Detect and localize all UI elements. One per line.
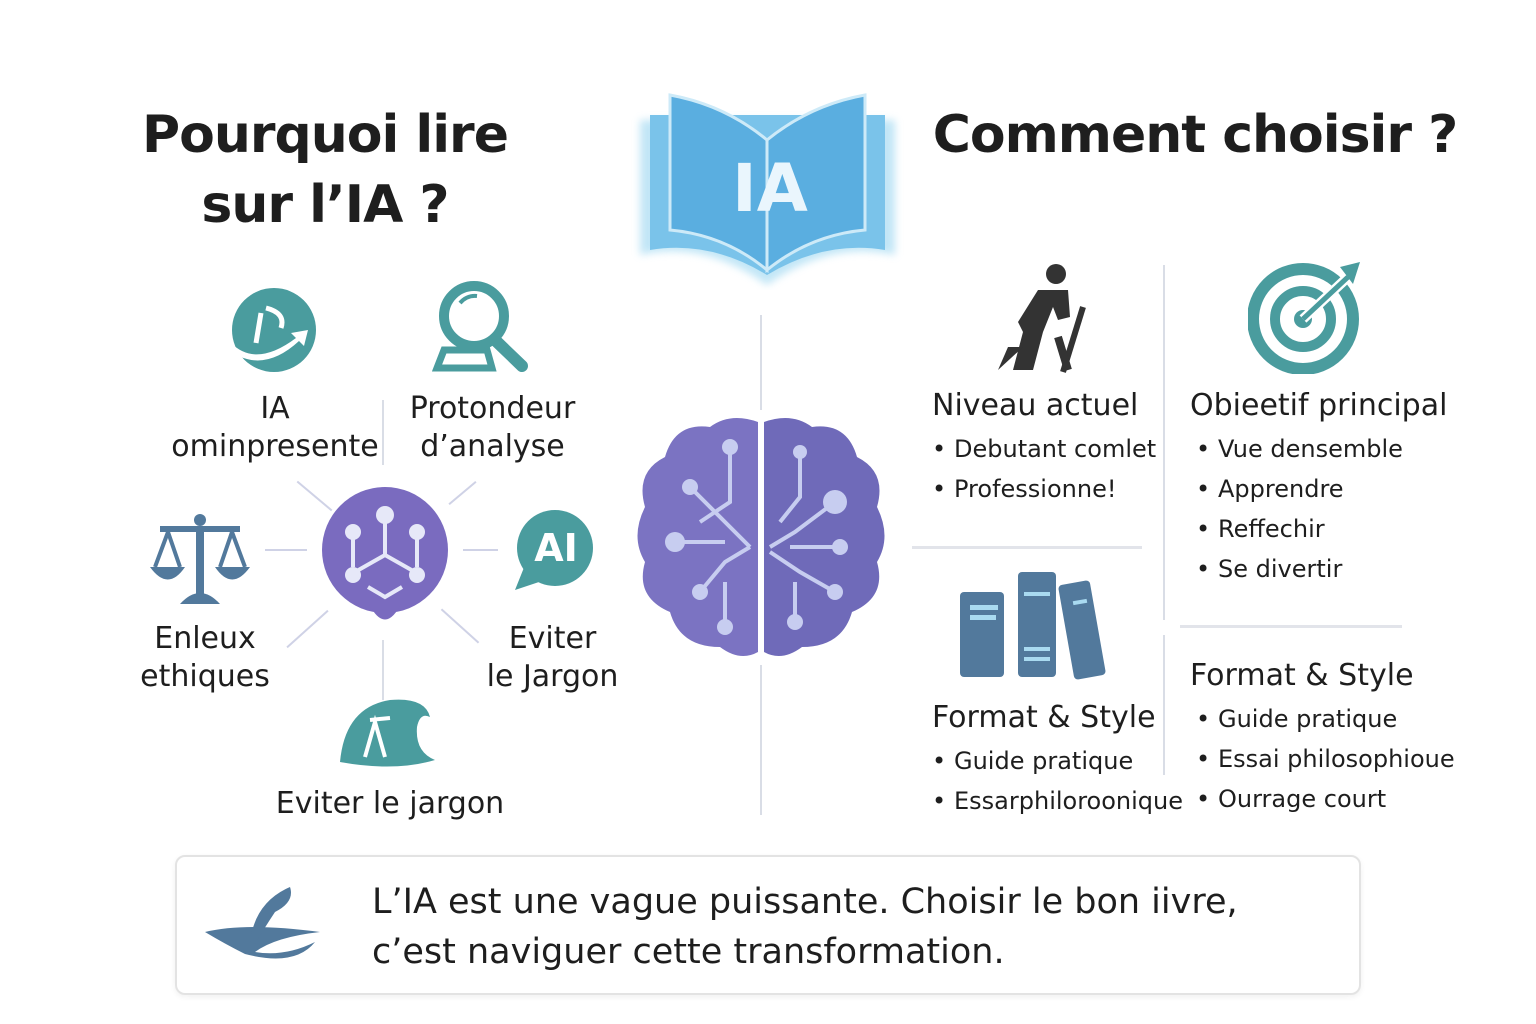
list-item: Guide pratique (1196, 699, 1455, 739)
reason-label-line: ethiques (140, 659, 270, 694)
scales-icon (150, 512, 250, 611)
reason-label: Eviter le jargon (275, 786, 505, 821)
reason-label: Protondeur d’analyse (360, 390, 625, 466)
connector (463, 549, 498, 551)
list-item: Debutant comlet (932, 429, 1156, 469)
connector (265, 549, 307, 551)
divider (760, 665, 762, 815)
criteria-format-right: Format & Style Guide pratique Essai phil… (1190, 658, 1455, 819)
reason-label-line: Protondeur (409, 391, 576, 426)
reason-label: IA ominpresente (140, 390, 410, 466)
list-item: Guide pratique (932, 741, 1183, 781)
criteria-level: Niveau actuel Debutant comletProfessionn… (932, 388, 1156, 509)
brain-icon (630, 412, 892, 662)
connector (382, 400, 384, 465)
book-icon: IA (630, 90, 905, 290)
list-item: Se divertir (1196, 549, 1447, 589)
connector (448, 480, 477, 506)
criteria-format-left: Format & Style Guide pratiqueEssarphilor… (932, 700, 1183, 821)
list-item: Ourrage court (1196, 779, 1455, 819)
divider (912, 546, 1142, 549)
climber-icon (998, 262, 1088, 378)
divider (1163, 635, 1165, 775)
divider (1163, 265, 1165, 620)
divider (1180, 625, 1402, 628)
left-title: Pourquoi lire sur l’IA ? (100, 100, 550, 240)
footer-line: c’est naviguer cette transformation. (372, 932, 1005, 972)
criteria-title: Obieetif principal (1190, 388, 1448, 423)
criteria-title: Format & Style (1190, 658, 1414, 693)
ai-bubble-text: AI (534, 526, 578, 570)
list-item: Reffechir (1196, 509, 1447, 549)
reason-label: Eviter le Jargon (460, 620, 645, 696)
globe-arrow-icon (226, 288, 321, 377)
list-item: Professionne! (932, 469, 1156, 509)
criteria-goal: Obieetif principal Vue densemble Apprend… (1190, 388, 1447, 589)
wave-surf-icon (205, 882, 325, 966)
list-item: Apprendre (1196, 469, 1447, 509)
footer-quote: L’IA est une vague puissante. Choisir le… (372, 877, 1238, 977)
list-item: Essai philosophioue (1196, 739, 1455, 779)
reason-label-line: d’analyse (420, 429, 565, 464)
magnifier-icon (431, 278, 532, 382)
footer-quote-box: L’IA est une vague puissante. Choisir le… (175, 855, 1361, 995)
reason-label-line: Eviter (508, 621, 597, 656)
books-icon (958, 570, 1110, 684)
left-title-line1: Pourquoi lire (142, 105, 509, 165)
reason-label: Enleux ethiques (110, 620, 300, 696)
network-hub-icon (320, 487, 450, 632)
divider (760, 315, 762, 410)
connector (382, 640, 384, 700)
criteria-title: Niveau actuel (932, 388, 1139, 423)
wave-icon (335, 692, 435, 774)
left-title-line2: sur l’IA ? (201, 175, 449, 235)
list-item: Essarphiloroonique (932, 781, 1183, 821)
reason-label-line: Enleux (154, 621, 256, 656)
right-title: Comment choisir ? (932, 105, 1459, 165)
ai-speech-bubble-icon: AI (510, 510, 595, 592)
book-label: IA (732, 150, 808, 227)
reason-label-line: IA (260, 391, 290, 426)
list-item: Vue densemble (1196, 429, 1447, 469)
reason-label-line: ominpresente (171, 429, 379, 464)
criteria-title: Format & Style (932, 700, 1156, 735)
target-icon (1247, 262, 1363, 378)
footer-line: L’IA est une vague puissante. Choisir le… (372, 882, 1238, 922)
reason-label-line: le Jargon (486, 659, 619, 694)
